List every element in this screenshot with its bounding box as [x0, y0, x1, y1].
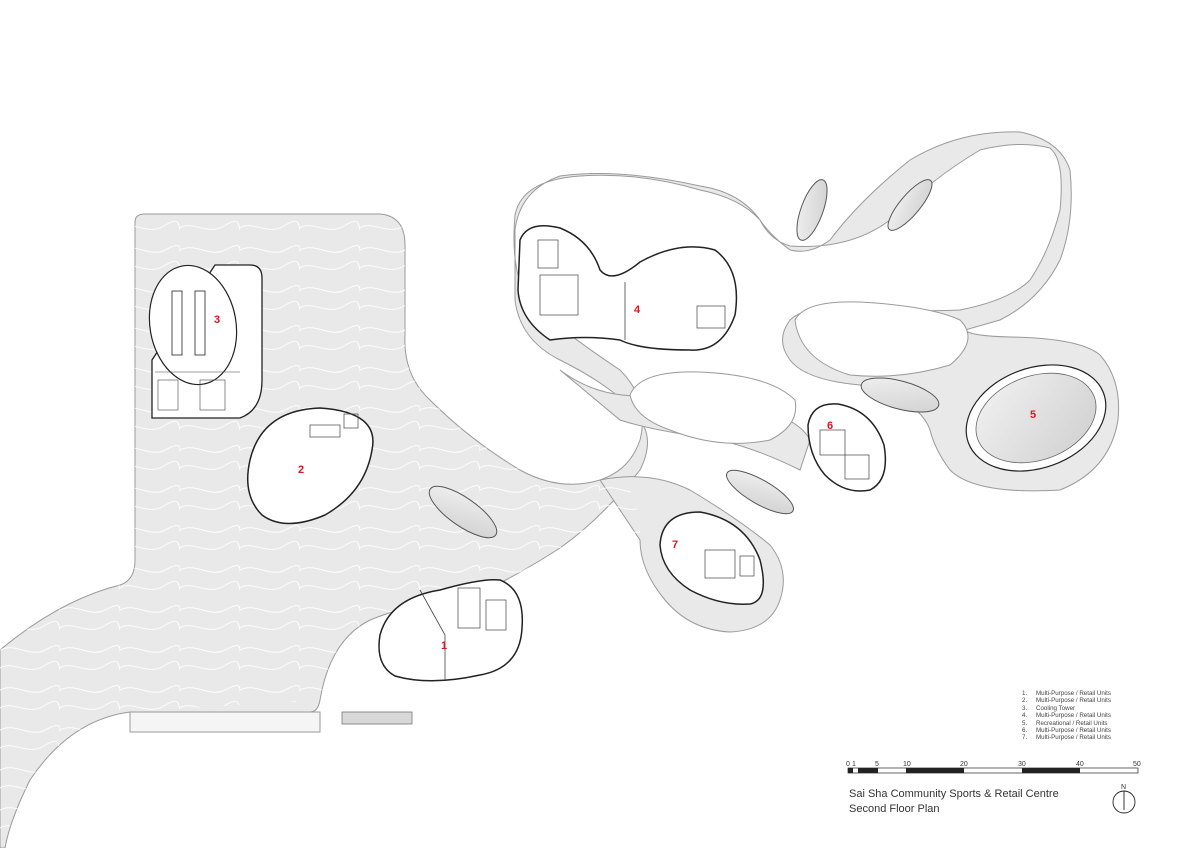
unit-number-5: 5 [1030, 409, 1036, 421]
unit-number-6: 6 [827, 420, 833, 432]
unit-4 [517, 225, 738, 351]
unit-7 [659, 511, 765, 605]
unit-number-1: 1 [441, 640, 447, 652]
unit-3-cooling-tower [148, 264, 263, 419]
scale-tick-0: 0 [846, 761, 850, 768]
legend-item: 1.Multi-Purpose / Retail Units [1022, 690, 1111, 697]
scale-tick-50: 50 [1133, 761, 1141, 768]
scale-tick-20: 20 [960, 761, 968, 768]
unit-number-3: 3 [214, 314, 220, 326]
scale-tick-5: 5 [875, 761, 879, 768]
scale-bar: 0 1 5 10 20 30 40 50 [846, 761, 1141, 774]
scale-tick-40: 40 [1076, 761, 1084, 768]
unit-5 [965, 364, 1107, 472]
unit-2 [247, 407, 374, 525]
legend-item: 5.Recreational / Retail Units [1022, 719, 1108, 727]
legend-item: 4.Multi-Purpose / Retail Units [1022, 712, 1111, 720]
unit-number-2: 2 [298, 464, 304, 476]
legend-item: 6.Multi-Purpose / Retail Units [1022, 727, 1111, 735]
legend-item: 2.Multi-Purpose / Retail Units [1022, 697, 1111, 705]
unit-6 [807, 403, 887, 492]
scale-tick-1: 1 [852, 761, 856, 768]
scale-tick-30: 30 [1018, 761, 1026, 768]
scale-tick-10: 10 [903, 761, 911, 768]
north-arrow-icon: N [1112, 784, 1136, 814]
unit-1 [378, 578, 524, 682]
drawing-title: Sai Sha Community Sports & Retail Centre… [849, 787, 1059, 817]
north-label: N [1121, 784, 1126, 791]
project-name: Sai Sha Community Sports & Retail Centre [849, 788, 1059, 800]
unit-number-7: 7 [672, 539, 678, 551]
skylight-capsules [428, 179, 940, 539]
unit-number-labels: 3 2 4 6 5 7 1 [214, 304, 1036, 652]
legend-item: 7.Multi-Purpose / Retail Units [1022, 734, 1111, 742]
legend-item: 3.Cooling Tower [1022, 704, 1076, 712]
drawing-name: Second Floor Plan [849, 803, 940, 815]
unit-number-4: 4 [634, 304, 641, 316]
unit-legend: 1.Multi-Purpose / Retail Units 2.Multi-P… [1022, 690, 1111, 742]
